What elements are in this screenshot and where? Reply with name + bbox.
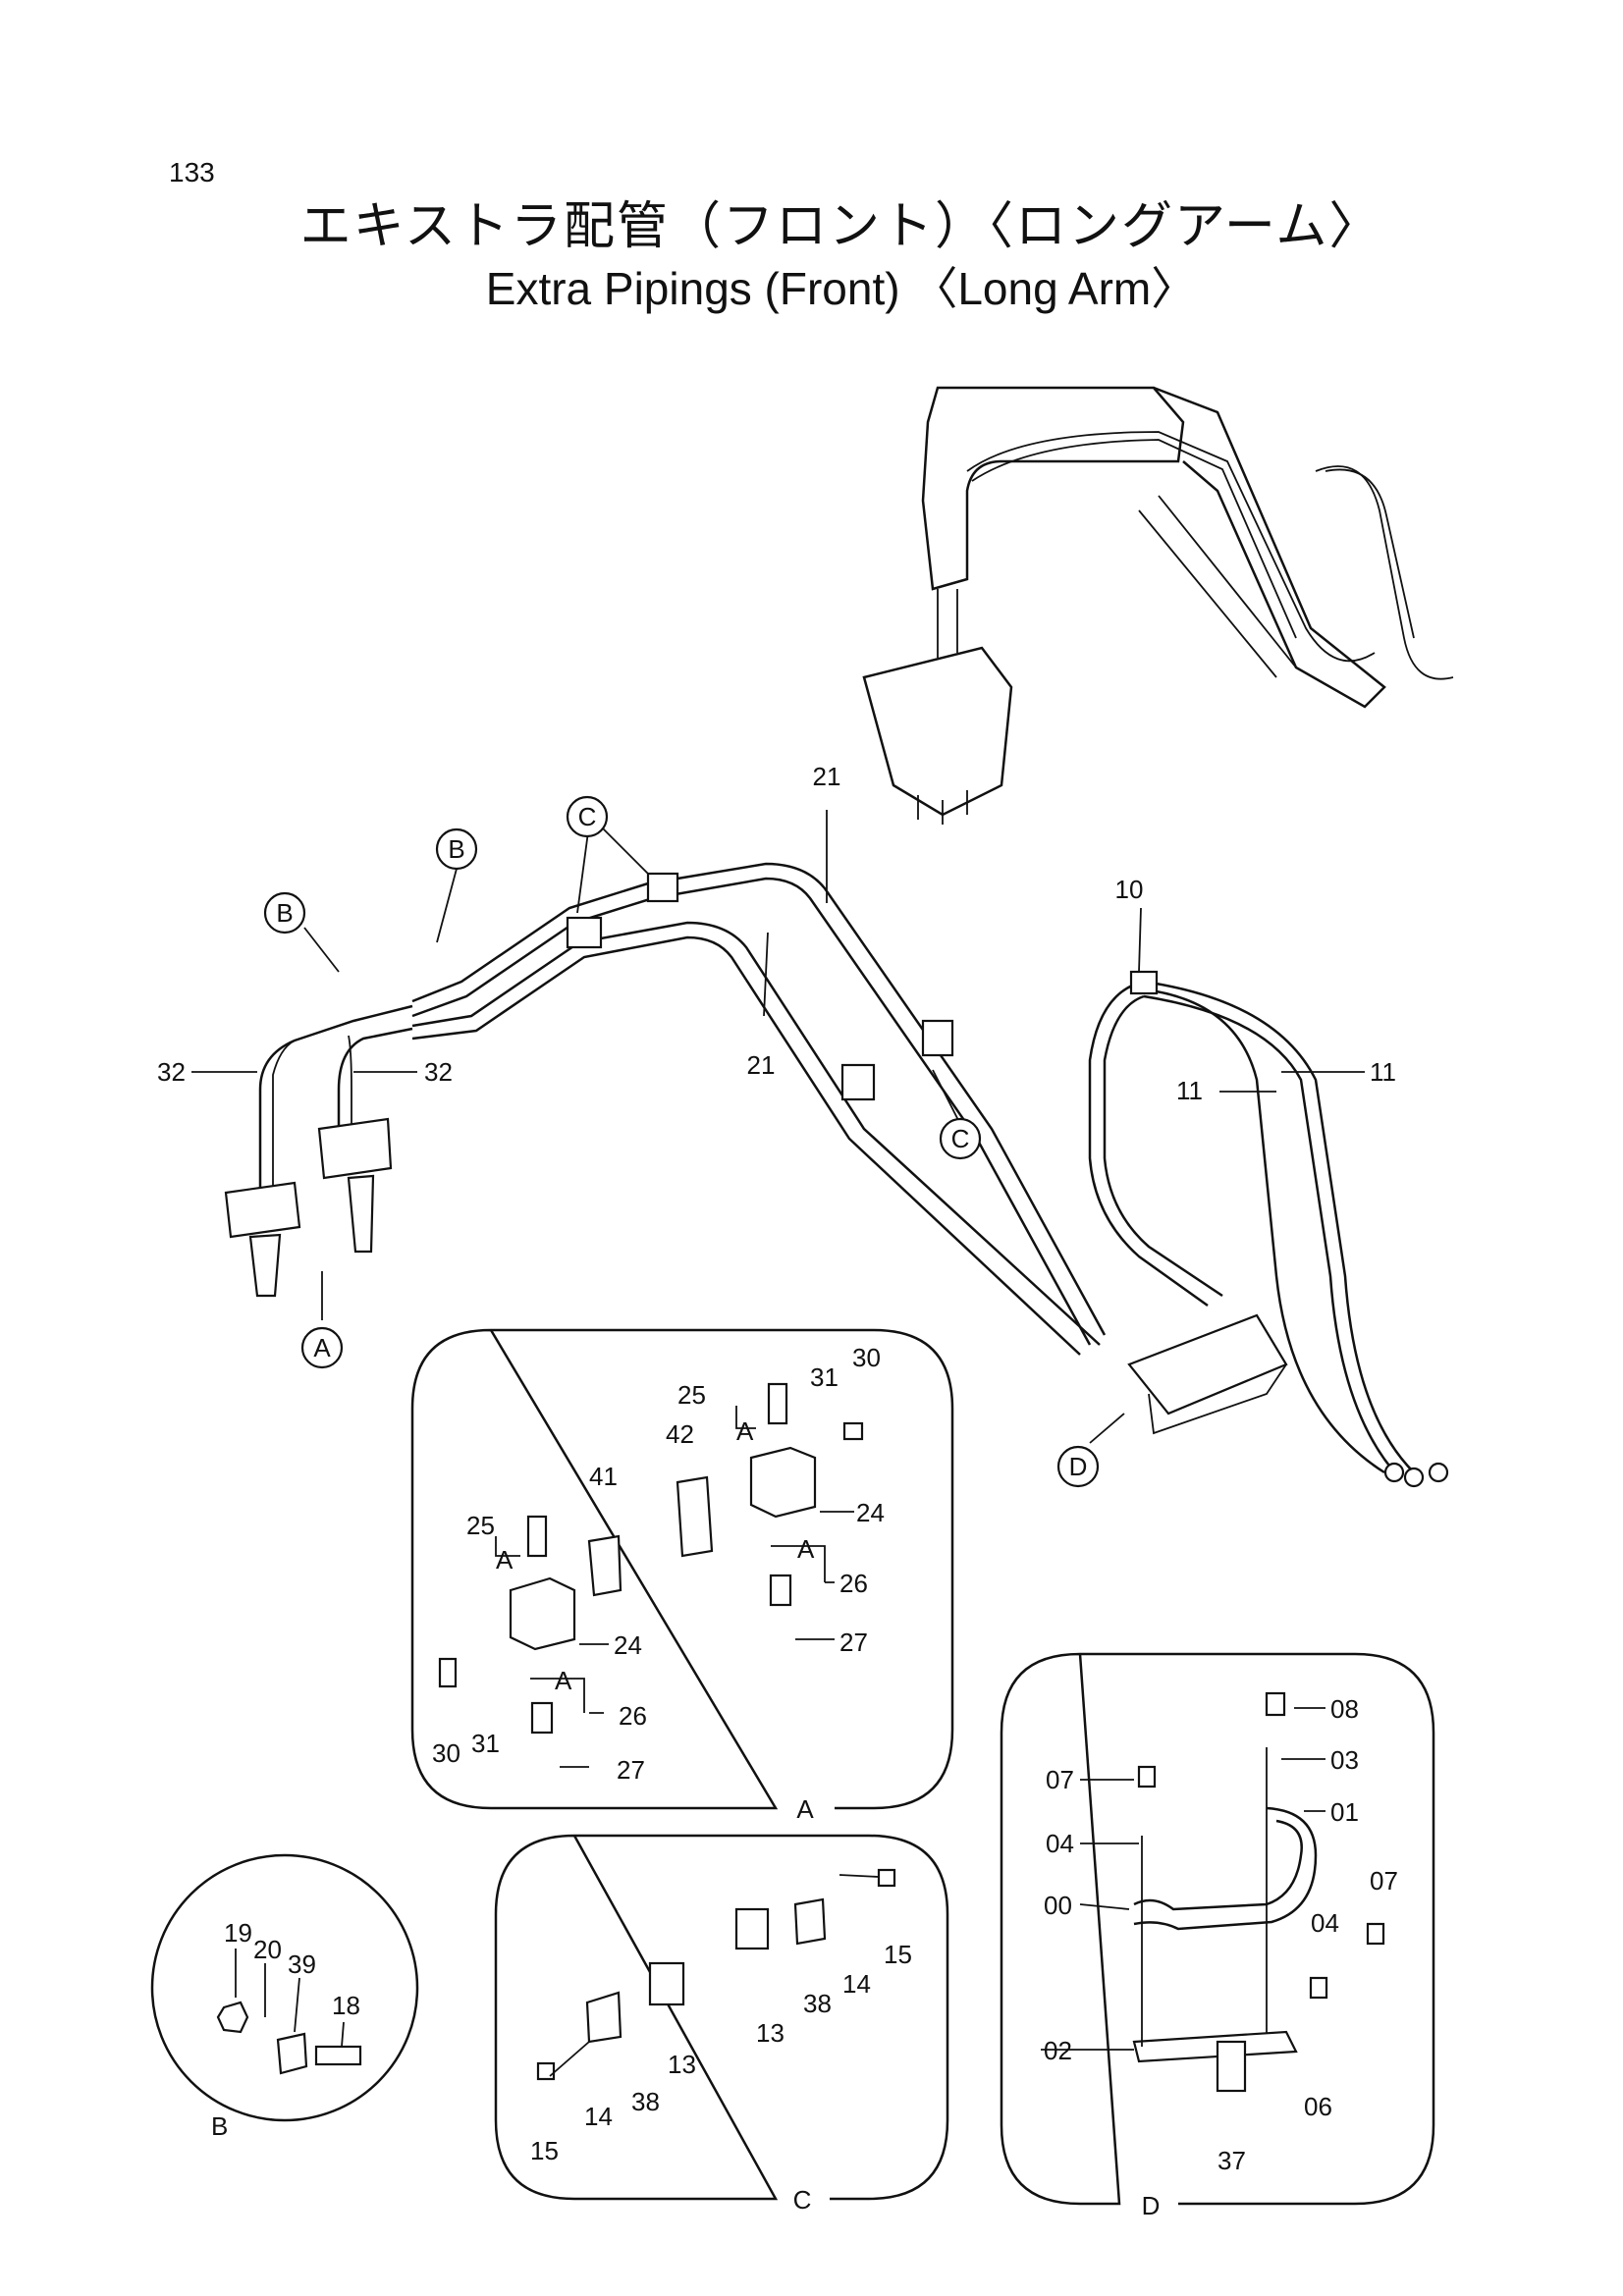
callout-d-label: D [1069,1452,1088,1481]
label-11-inner: 11 [1176,1076,1203,1105]
label-10: 10 [1115,875,1144,904]
detail-a-label-41: 41 [589,1462,618,1491]
valve-block-2 [317,1117,393,1180]
detail-a-label-a-right-bottom: A [797,1534,815,1564]
valve-block-1 [224,1181,301,1239]
clamp-10 [1129,970,1159,995]
callout-c-2-label: C [951,1124,970,1153]
detail-c: C 13 38 14 15 13 38 14 15 [494,1834,949,2215]
label-32-right: 32 [424,1057,453,1087]
excavator-arm-drawing [862,386,1454,825]
clamp-c-2 [566,916,603,949]
label-11-outer: 11 [1370,1057,1396,1087]
callout-a-label: A [313,1333,331,1362]
detail-d: D 08 03 07 01 04 00 07 04 02 06 37 [1000,1652,1435,2220]
detail-a-caption: A [796,1794,814,1824]
callouts-main: B B C C A D 21 21 10 11 11 32 32 [157,762,1396,1488]
detail-d-label-04-right: 04 [1311,1908,1339,1938]
detail-d-plate-02 [1132,2030,1298,2063]
detail-a-label-26-right: 26 [839,1569,868,1598]
detail-d-label-02: 02 [1044,2036,1072,2065]
detail-c-label-13-bottom: 13 [668,2050,696,2079]
detail-c-caption: C [793,2185,812,2215]
page-number: 133 [169,157,215,187]
detail-b: B 19 20 39 18 [150,1853,419,2141]
detail-a-label-27-right: 27 [839,1628,868,1657]
detail-c-label-15-top: 15 [884,1940,912,1969]
callout-b-2 [263,891,306,934]
detail-a-label-42: 42 [666,1419,694,1449]
detail-a-label-a-right-top: A [736,1416,754,1446]
detail-a-label-31-right: 31 [810,1362,839,1392]
callout-b-1 [435,828,478,871]
callout-b-2-label: B [276,898,293,928]
detail-d-label-01: 01 [1330,1797,1359,1827]
detail-d-label-08: 08 [1330,1694,1359,1724]
detail-a-label-30-right: 30 [852,1343,881,1372]
detail-a-label-24-left: 24 [614,1630,642,1660]
detail-c-label-38-top: 38 [803,1989,832,2018]
clamp-c-1 [646,872,679,903]
detail-d-label-07-right: 07 [1370,1866,1398,1896]
detail-a-label-25-left: 25 [466,1511,495,1540]
label-21-mid: 21 [747,1050,776,1080]
hose-11-assembly [1088,970,1449,1488]
detail-c-clamp-13-bottom [648,1961,685,2006]
label-21-top: 21 [813,762,841,791]
detail-c-clamp-13-top [734,1907,770,1950]
detail-a-label-31-left: 31 [471,1729,500,1758]
hose-32-assembly [224,1004,413,1298]
detail-a-label-a-left-bottom: A [555,1666,572,1695]
detail-b-label-19: 19 [224,1918,252,1948]
title-japanese: エキストラ配管（フロント）〈ロングアーム〉 [299,197,1382,256]
detail-a-label-25-right: 25 [677,1380,706,1410]
clamp-c-3 [921,1019,954,1057]
detail-a: A 25 A 41 24 30 31 A 26 27 25 A 31 30 42… [410,1328,954,1824]
detail-c-label-38-bottom: 38 [631,2087,660,2116]
detail-a-label-26-left: 26 [619,1701,647,1731]
detail-c-label-15-bottom: 15 [530,2136,559,2165]
callout-a [300,1326,344,1369]
detail-a-label-24-right: 24 [856,1498,885,1527]
detail-b-label-20: 20 [253,1935,282,1964]
detail-d-caption: D [1142,2191,1161,2220]
detail-b-label-18: 18 [332,1991,360,2020]
bracket-d [1127,1313,1288,1415]
detail-b-caption: B [211,2111,228,2141]
callout-d [1056,1445,1100,1488]
detail-c-label-14-bottom: 14 [584,2102,613,2131]
detail-d-label-37: 37 [1217,2146,1246,2175]
detail-c-label-14-top: 14 [842,1969,871,1999]
detail-a-label-a-left-top: A [496,1545,514,1575]
detail-d-label-07-left: 07 [1046,1765,1074,1794]
title-english: Extra Pipings (Front) 〈Long Arm〉 [485,263,1197,314]
callout-c-2 [939,1117,982,1160]
detail-c-label-13-top: 13 [756,2018,784,2048]
detail-a-label-30-left: 30 [432,1738,460,1768]
detail-a-label-27-left: 27 [617,1755,645,1785]
pipe-21-assembly [411,862,1107,1356]
detail-d-label-06: 06 [1304,2092,1332,2121]
detail-b-label-39: 39 [288,1949,316,1979]
detail-d-label-04-left: 04 [1046,1829,1074,1858]
callout-b-1-label: B [448,834,464,864]
callout-c-1 [566,795,609,838]
clamp-c-4 [840,1063,876,1101]
detail-d-label-03: 03 [1330,1745,1359,1775]
callout-c-1-label: C [578,802,597,831]
detail-d-label-00: 00 [1044,1891,1072,1920]
label-32-left: 32 [157,1057,186,1087]
